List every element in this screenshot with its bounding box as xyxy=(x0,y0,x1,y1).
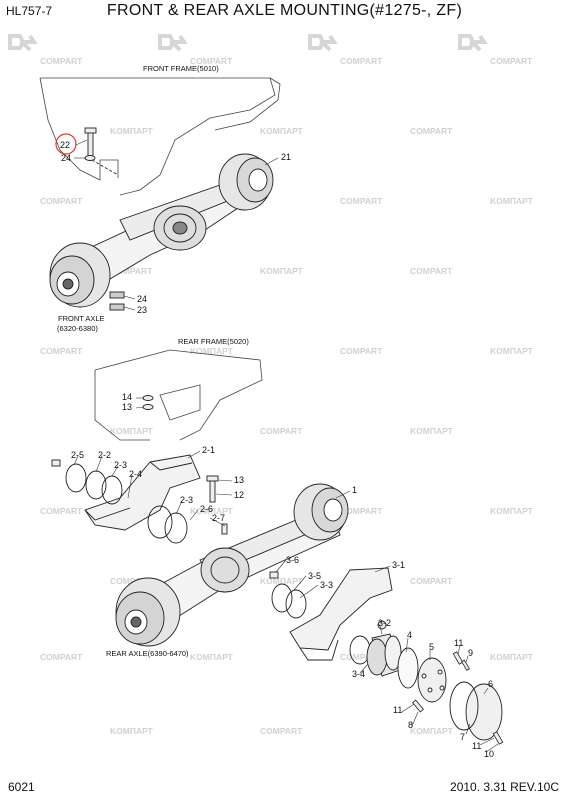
watermark-text: KOMПАРТ xyxy=(410,426,454,436)
watermark-text: COMPART xyxy=(40,346,83,356)
watermark-text: COMPART xyxy=(340,56,383,66)
watermark-text: COMPART xyxy=(410,266,453,276)
callout-7: 7 xyxy=(460,732,465,742)
callout-2-5: 2-5 xyxy=(71,450,84,460)
callout-8: 8 xyxy=(408,720,413,730)
watermark-text: COMPART xyxy=(490,56,533,66)
front-mount-bolt xyxy=(84,127,119,176)
page-title: FRONT & REAR AXLE MOUNTING(#1275-, ZF) xyxy=(106,2,463,19)
front-frame-outline xyxy=(39,77,281,196)
callout-6: 6 xyxy=(488,679,493,689)
watermark-text: KOMПАРТ xyxy=(490,506,534,516)
watermark-text: COMPART xyxy=(40,506,83,516)
callout-13: 13 xyxy=(122,402,132,412)
watermark-text: COMPART xyxy=(110,576,153,586)
callout-2-1: 2-1 xyxy=(202,445,215,455)
callout-10: 10 xyxy=(484,749,494,759)
watermark-text: KOMПАРТ xyxy=(110,726,154,736)
callout-3-5: 3-5 xyxy=(308,571,321,581)
watermark-text: KOMПАРТ xyxy=(410,726,454,736)
caption-front-axle-range: (6320-6380) xyxy=(57,324,98,333)
callout-22: 22 xyxy=(60,140,70,150)
highlight-circle xyxy=(55,133,77,155)
callout-12: 12 xyxy=(234,490,244,500)
watermark-text: KOMПАРТ xyxy=(190,506,234,516)
callout-9: 9 xyxy=(468,648,473,658)
callout-2-3: 2-3 xyxy=(180,495,193,505)
watermark-text: KOMПАРТ xyxy=(490,346,534,356)
watermark-text: KOMПАРТ xyxy=(110,426,154,436)
watermark-text: KOMПАРТ xyxy=(260,266,304,276)
trunnion-bracket-upper xyxy=(84,454,201,531)
watermark-text: COMPART xyxy=(340,196,383,206)
caption-rear-frame: REAR FRAME(5020) xyxy=(178,337,249,346)
watermark-text: KOMПАРТ xyxy=(260,126,304,136)
callout-24: 24 xyxy=(137,294,147,304)
watermark-text: COMPART xyxy=(40,56,83,66)
bushing xyxy=(366,620,402,677)
watermark-text: KOMПАРТ xyxy=(260,576,304,586)
watermark-text: KOMПАРТ xyxy=(190,346,234,356)
page-number: 6021 xyxy=(8,780,35,794)
watermark-text: KOMПАРТ xyxy=(490,652,534,662)
rear-axle xyxy=(115,483,349,647)
callout-2-7: 2-7 xyxy=(212,513,225,523)
watermark-text: COMPART xyxy=(190,56,233,66)
callout-3-6: 3-6 xyxy=(286,555,299,565)
watermark-text: COMPART xyxy=(260,426,303,436)
watermark-text: COMPART xyxy=(110,266,153,276)
watermark-text: COMPART xyxy=(260,726,303,736)
callout-13: 13 xyxy=(234,475,244,485)
cover-bolts xyxy=(412,651,504,745)
callout-1: 1 xyxy=(352,485,357,495)
watermark-text: COMPART xyxy=(410,576,453,586)
model-number: HL757-7 xyxy=(6,4,53,18)
callout-23: 23 xyxy=(137,305,147,315)
callout-11: 11 xyxy=(393,705,402,715)
callout-2-4: 2-4 xyxy=(129,469,142,479)
callout-2-3: 2-3 xyxy=(114,460,127,470)
caption-front-axle: FRONT AXLE xyxy=(58,314,105,323)
watermark-text: COMPART xyxy=(40,652,83,662)
callout-5: 5 xyxy=(429,642,434,652)
callout-21: 21 xyxy=(281,152,291,162)
callout-11: 11 xyxy=(454,638,463,648)
trunnion-bracket-lower xyxy=(289,567,393,661)
callout-2-6: 2-6 xyxy=(200,504,213,514)
rear-frame-outline xyxy=(94,349,263,441)
seal-rings-upper xyxy=(51,459,188,544)
callout-24: 24 xyxy=(61,153,71,163)
watermark-text: COMPART xyxy=(40,196,83,206)
callout-3-1: 3-1 xyxy=(392,560,405,570)
part-callouts: 22 24 21 24 23 14 13 2-1 2-5 2-2 2-3 2-4… xyxy=(60,140,494,759)
watermark-text: COMPART xyxy=(340,652,383,662)
caption-front-frame: FRONT FRAME(5010) xyxy=(143,64,219,73)
callout-3-2: 3-2 xyxy=(378,618,391,628)
watermark-text: KOMПАРТ xyxy=(110,126,154,136)
mount-bolt-rear xyxy=(142,395,228,535)
callout-3-3: 3-3 xyxy=(320,580,333,590)
seal-rings-lower xyxy=(269,571,371,665)
caption-rear-axle: REAR AXLE(6390-6470) xyxy=(106,649,189,658)
watermark-text: KOMПАРТ xyxy=(190,652,234,662)
callout-4: 4 xyxy=(407,630,412,640)
watermark-text: COMPART xyxy=(340,506,383,516)
front-axle xyxy=(49,153,274,311)
watermark-text: COMPART xyxy=(340,346,383,356)
callout-2-2: 2-2 xyxy=(98,450,111,460)
revision-date: 2010. 3.31 REV.10C xyxy=(450,780,559,794)
callout-3-4: 3-4 xyxy=(352,669,365,679)
watermark-text: COMPART xyxy=(410,126,453,136)
cover-plates xyxy=(397,647,503,741)
callout-14: 14 xyxy=(122,392,132,402)
watermark-text: KOMПАРТ xyxy=(490,196,534,206)
callout-11: 11 xyxy=(472,741,481,751)
